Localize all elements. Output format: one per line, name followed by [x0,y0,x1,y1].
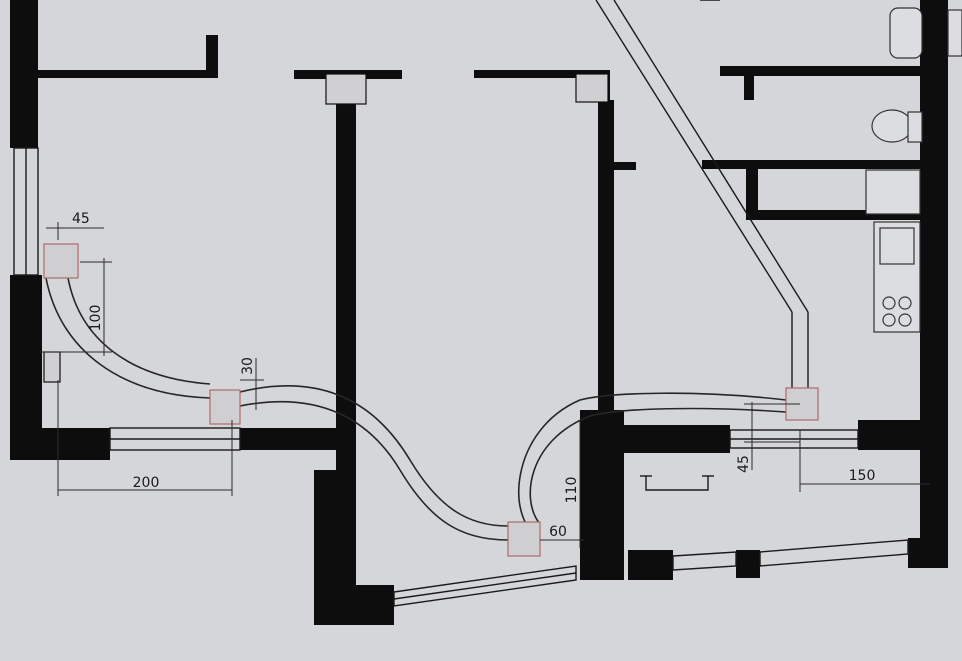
wall-partition-left [336,78,356,548]
stove-burner-icon [898,313,912,327]
dim-label-150: 150 [849,468,876,484]
diagonal-line-b [613,0,809,313]
dimension-labels: 45 100 30 200 110 60 45 150 [72,211,875,540]
toilet-tank-icon [907,111,923,143]
dim-label-30: 30 [240,357,256,375]
vent-box [209,389,241,425]
wall-top-right-room [474,70,609,78]
wall-kitchen-top [746,210,926,220]
vent-box [507,521,541,557]
window-bottom-middle [393,565,577,607]
stove-burner-icon [882,313,896,327]
wall-bathroom-stub [744,66,754,100]
dim-label-200: 200 [133,475,160,491]
wall-bathroom-top [720,66,930,76]
vent-shaft-icon [575,73,609,103]
wall-stub-top [206,35,218,78]
wall-bottom-left [10,428,110,460]
ventilation-ducts [43,243,819,557]
walls [10,0,948,625]
duct-middle-curve [518,392,787,539]
wall-kitchen-left [746,160,758,220]
toilet-icon [871,109,913,143]
wall-block-bottom [628,550,673,580]
sink-icon [889,7,923,59]
wall-bottom-mid [240,428,340,450]
wall-block-small [736,550,760,578]
dim-label-45-right: 45 [736,455,752,473]
dim-label-110: 110 [564,477,580,504]
wall-bathroom-mid [702,160,930,169]
wall-corner-bottom [314,585,394,625]
wall-left-upper [10,0,38,148]
duct-left-curve [45,277,211,399]
wall-top-left [38,70,218,78]
wall-partition-right [598,100,614,440]
dimension-lines [40,222,930,548]
window-bottom-right-a [672,551,737,571]
diagonal-line-a [595,0,793,313]
window-bottom-right-b [759,539,909,567]
radiator-icon [645,476,709,491]
kitchen-sink-icon [879,227,915,265]
bath-icon [947,9,962,57]
vent-shaft-icon [325,73,367,105]
wall-right [920,0,948,560]
wall-bottom-far-right [858,420,948,450]
stove-burner-icon [882,296,896,310]
fixtures [325,7,962,491]
cabinet-icon [865,169,921,215]
dim-label-60: 60 [549,524,567,540]
wall-column-right [580,410,624,580]
vent-box [43,243,79,279]
vent-grille [43,351,61,383]
wall-bottom-right [620,425,730,453]
dim-label-100: 100 [88,305,104,332]
wall-nib [610,162,636,170]
wall-corner-far-right [908,538,948,568]
dim-label-45-top: 45 [72,211,90,227]
stove-burner-icon [898,296,912,310]
windows [13,0,909,607]
